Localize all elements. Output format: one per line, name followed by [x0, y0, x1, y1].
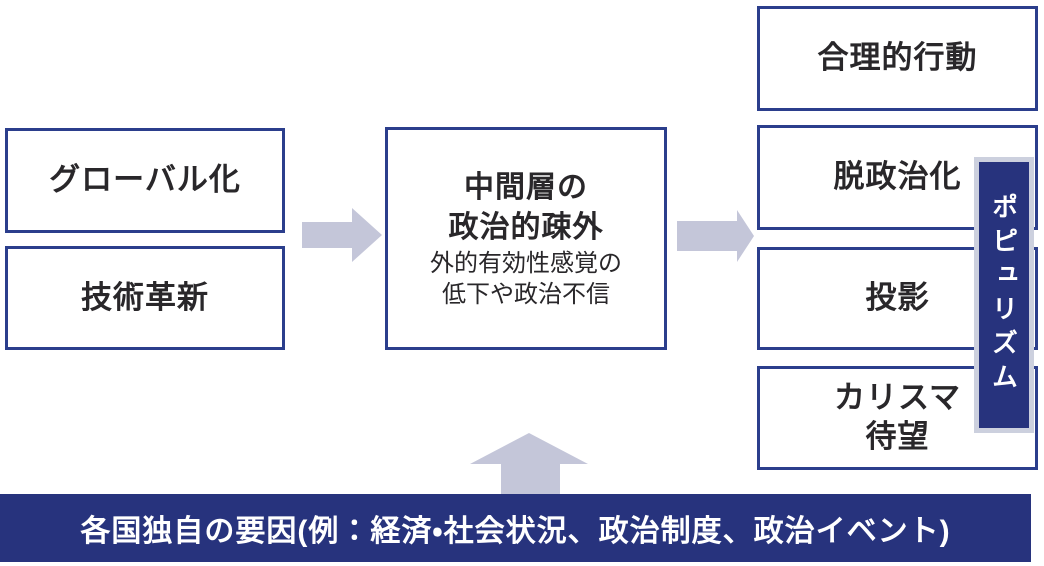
arrow-right-middle-to-effects: [677, 210, 754, 262]
middle-box-political-alienation: 中間層の 政治的疎外 外的有効性感覚の 低下や政治不信: [385, 127, 667, 350]
populism-vertical-ribbon: ポピュリズム: [974, 157, 1034, 433]
cause-box-technological-innovation: 技術革新: [5, 246, 285, 350]
effect-box-charisma-longing-line2: 待望: [865, 419, 930, 454]
middle-box-title-line2: 政治的疎外: [448, 210, 604, 244]
effect-box-rational-action-label: 合理的行動: [817, 40, 978, 76]
cause-box-globalization: グローバル化: [5, 128, 285, 233]
populism-vertical-ribbon-label: ポピュリズム: [988, 193, 1019, 397]
middle-box-subtitle-line2: 低下や政治不信: [442, 280, 610, 308]
middle-box-subtitle-line1: 外的有効性感覚の: [430, 249, 622, 277]
cause-box-globalization-label: グローバル化: [49, 162, 241, 198]
effect-box-charisma-longing-line1: カリスマ: [833, 380, 962, 416]
effect-box-depoliticization-label: 脱政治化: [833, 159, 962, 195]
bottom-banner-label: 各国独自の要因(例：経済・社会状況、政治制度、政治イベント): [80, 515, 951, 548]
effect-box-rational-action: 合理的行動: [757, 6, 1038, 111]
arrow-right-causes-to-middle: [302, 208, 382, 262]
middle-box-title-line1: 中間層の: [464, 170, 588, 204]
arrow-up-banner-to-middle: [470, 433, 588, 495]
bottom-banner-country-factors: 各国独自の要因(例：経済・社会状況、政治制度、政治イベント): [0, 494, 1031, 562]
cause-box-technological-innovation-label: 技術革新: [81, 279, 209, 315]
effect-box-projection-label: 投影: [865, 280, 930, 316]
